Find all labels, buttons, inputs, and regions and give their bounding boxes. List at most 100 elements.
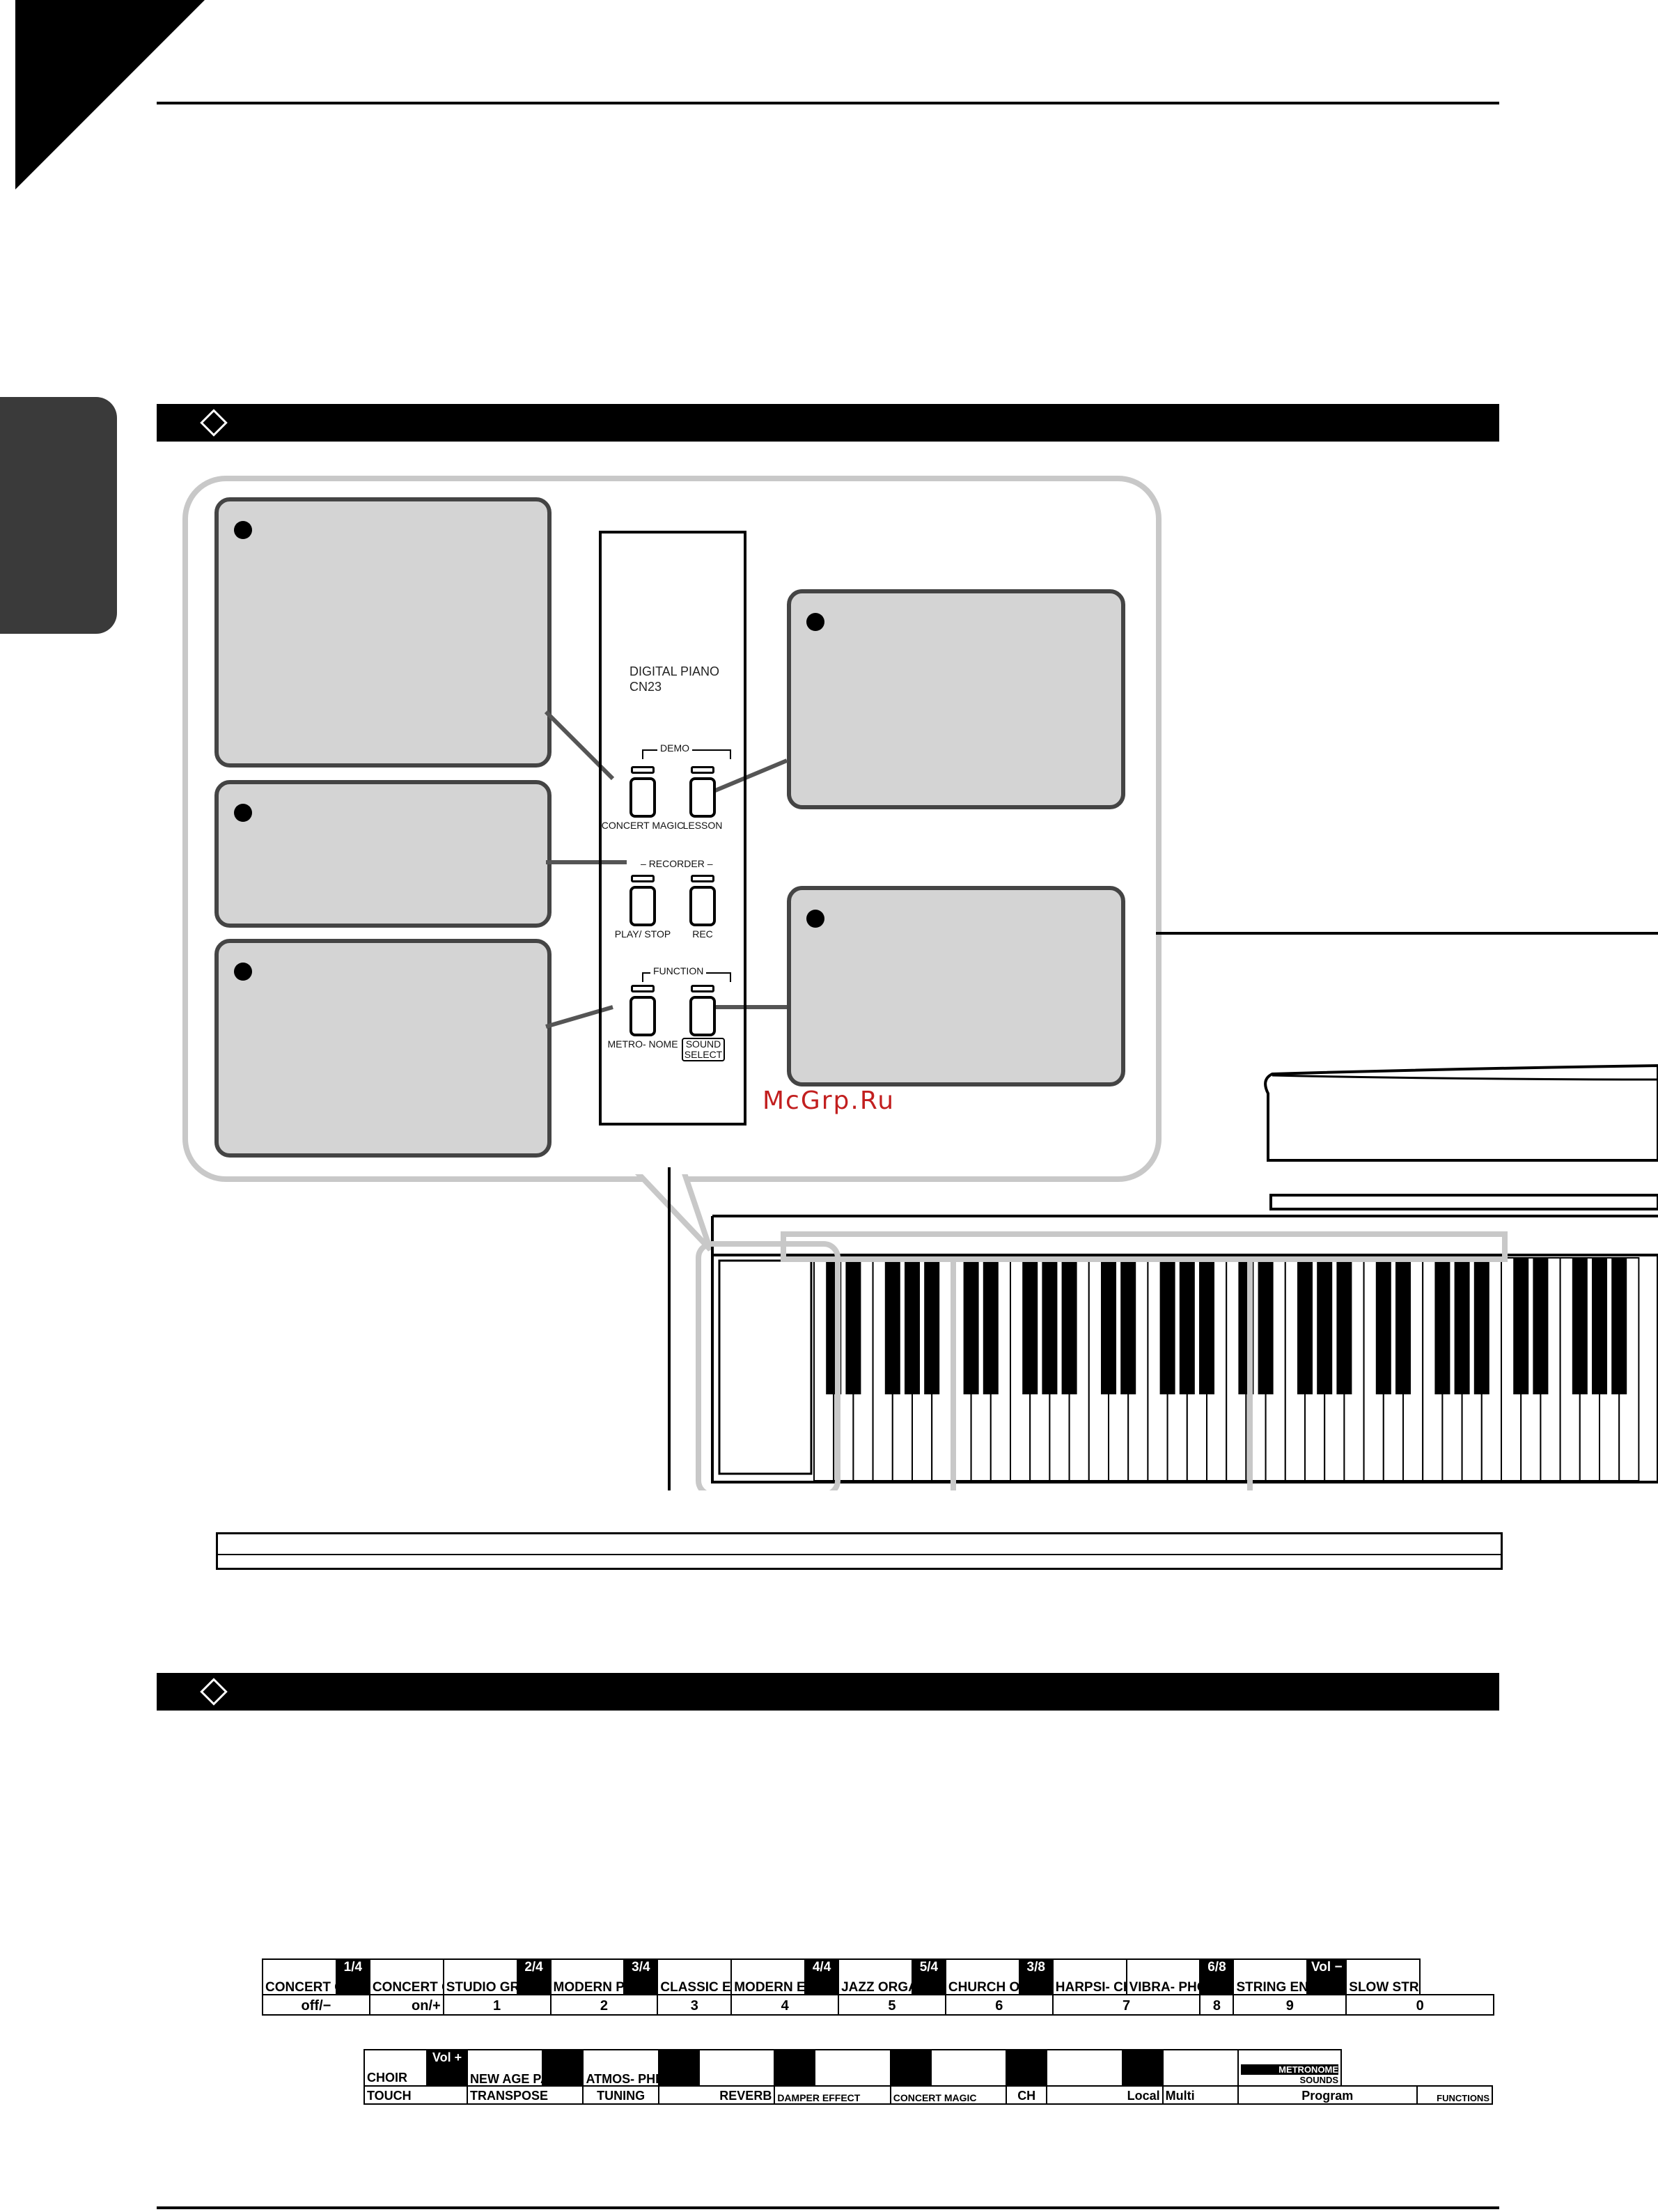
sound-select-button[interactable] [689,996,716,1036]
strip-cell: Vol + [426,2049,468,2087]
strip-cell: 3/8 [1018,1958,1054,1996]
strip-cell: 4/4 [804,1958,840,1996]
strip-cell: NEW AGE PAD [466,2049,544,2087]
strip-name: MODERN E.PIANO [734,1980,806,1995]
mini-strip-divider [218,1554,1501,1555]
black-key [1533,1258,1549,1394]
strip-cell: CHOIR [363,2049,428,2087]
model-name: DIGITAL PIANO [629,664,720,678]
section-bar-2 [157,1673,1499,1711]
rec-button[interactable] [689,886,716,926]
black-key [1101,1258,1116,1394]
strip-cell [1006,2049,1048,2087]
footer-rule [157,2206,1499,2209]
strip-value: Multi [1162,2085,1239,2105]
metronome-button[interactable] [629,996,656,1036]
strip-cell [698,2049,776,2087]
strip-value: 6 [944,1994,1054,2016]
demo-group-label: DEMO [657,742,692,754]
black-key [1513,1258,1529,1394]
function-group-label: FUNCTION [650,965,707,976]
strip-value: REVERB [657,2085,776,2105]
strip-cell: 1/4 [335,1958,370,1996]
strip-name: METRONOME [1241,2064,1339,2075]
strip-cell: STRING ENSEMBLE [1233,1958,1308,1996]
section-bar-1 [157,404,1499,442]
strip-cell: CHURCH ORGAN [944,1958,1020,1996]
lesson-button[interactable] [689,777,716,818]
watermark: McGrp.Ru [762,1086,896,1115]
strip-cell: VIBRA- PHONE [1125,1958,1201,1996]
strip-name: CONCERT GRAND [265,1980,335,1995]
corner-triangle [15,0,205,189]
strip-name: STUDIO GRAND [446,1980,516,1995]
black-key [1395,1258,1411,1394]
black-key [1061,1258,1077,1394]
description-box-recorder [214,780,552,928]
black-key [1375,1258,1391,1394]
strip-name: SLOW STRINGS [1349,1980,1419,1995]
black-key [1454,1258,1470,1394]
strip-name: 2/4 [524,1960,543,1975]
strip-value: on/+ [368,1994,444,2016]
bullet-dot [234,521,252,539]
strip-value: TOUCH [363,2085,468,2105]
black-key [1297,1258,1313,1394]
strip-value: 4 [730,1994,840,2016]
black-key [1473,1258,1489,1394]
bullet-dot [806,613,824,631]
diamond-icon [200,409,228,437]
sound-select-label: SOUND SELECT [682,1038,725,1061]
black-key [1120,1258,1136,1394]
strip-value: CONCERT MAGIC [889,2085,1008,2105]
bullet-dot [806,910,824,928]
strip-cell [774,2049,816,2087]
mini-label-strip [216,1532,1503,1570]
led-indicator [631,985,655,992]
bullet-dot [234,963,252,981]
recorder-group-label: – RECORDER – [641,858,713,869]
black-key [1572,1258,1588,1394]
play-stop-button[interactable] [629,886,656,926]
strip-name: 3/8 [1026,1960,1045,1975]
black-key [1159,1258,1175,1394]
strip-name: CHOIR [367,2071,407,2085]
black-key [963,1258,979,1394]
strip-name: 5/4 [919,1960,939,1975]
black-key [1042,1258,1058,1394]
black-key [1434,1258,1450,1394]
strip-value: 8 [1199,1994,1235,2016]
black-key [1317,1258,1333,1394]
strip-cell [657,2049,700,2087]
strip-cell [1046,2049,1123,2087]
strip-name: CLASSIC E.PIANO [660,1980,731,1995]
strip-name: CHURCH ORGAN [948,1980,1019,1995]
black-key [905,1258,920,1394]
black-key [1336,1258,1352,1394]
description-box-sound-select [787,886,1125,1086]
strip-cell: HARPSI- CHORD [1051,1958,1127,1996]
strip-value: 2 [549,1994,659,2016]
key-label-strip-top: CONCERT GRAND 1/4 CONCERT GRAND 2 STUDIO… [262,1958,1494,2016]
keyboard [813,1257,1640,1481]
strip-cell [814,2049,891,2087]
strip-name: CONCERT GRAND 2 [372,1980,442,1995]
recorder-label-text: RECORDER [648,858,705,869]
concert-magic-button[interactable] [629,777,656,818]
metronome-label: METRO- NOME [607,1038,678,1050]
strip-name: HARPSI- CHORD [1055,1980,1125,1995]
strip-cell: 3/4 [623,1958,659,1996]
description-box-concert-magic [214,497,552,768]
strip-cell: 2/4 [516,1958,552,1996]
strip-name: JAZZ ORGAN [841,1980,911,1995]
concert-magic-label: CONCERT MAGIC [601,820,685,831]
strip-cell: MODERN E.PIANO [730,1958,806,1996]
black-key [1592,1258,1607,1394]
strip-value: off/− [262,1994,370,2016]
strip-cell: SLOW STRINGS [1345,1958,1421,1996]
piano-illustration [668,1064,1658,1490]
lesson-label: LESSON [682,820,723,831]
strip-name: ATMOS- PHERE [586,2072,657,2086]
strip-value: 1 [442,1994,552,2016]
